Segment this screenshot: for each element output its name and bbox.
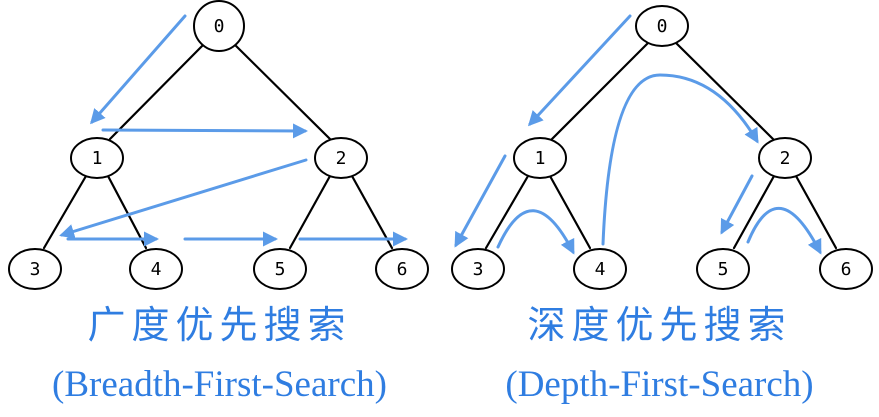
dfs-arrow-4-to-2 [601, 73, 759, 246]
bfs-node-2-label: 2 [336, 148, 347, 169]
bfs-node-5-label: 5 [275, 259, 286, 280]
bfs-title-english: (Breadth-First-Search) [52, 364, 387, 405]
bfs-edges [42, 38, 394, 250]
dfs-edge-1-4 [548, 174, 592, 250]
bfs-title-chinese: 广度优先搜索 [87, 303, 352, 347]
dfs-node-5-label: 5 [718, 259, 729, 280]
bfs-node-1-label: 1 [92, 148, 103, 169]
bfs-node-0-label: 0 [214, 16, 225, 37]
dfs-edge-2-5 [732, 174, 776, 250]
dfs-node-6-shape [819, 248, 873, 290]
dfs-node-0-shape [635, 5, 689, 47]
bfs-node-4-shape [129, 248, 183, 290]
bfs-arrow-0-to-1 [90, 14, 187, 125]
dfs-title-english: (Depth-First-Search) [505, 364, 814, 405]
dfs-edge-0-1 [550, 38, 653, 141]
bfs-node-2: 2 [314, 137, 368, 179]
dfs-node-2-shape [758, 137, 812, 179]
bfs-node-3-label: 3 [30, 259, 41, 280]
bfs-node-0: 0 [193, 0, 245, 52]
dfs-node-6-label: 6 [841, 259, 852, 280]
dfs-node-4-label: 4 [595, 259, 606, 280]
dfs-arrow-3-to-4 [496, 209, 575, 255]
dfs-node-4: 4 [573, 248, 627, 290]
dfs-arrow-1-to-3 [454, 154, 507, 248]
bfs-node-5: 5 [253, 248, 307, 290]
dfs-node-1-label: 1 [535, 148, 546, 169]
bfs-edge-1-3 [42, 174, 88, 250]
dfs-node-0: 0 [635, 5, 689, 47]
dfs-node-6: 6 [819, 248, 873, 290]
bfs-node-4: 4 [129, 248, 183, 290]
dfs-tree: 0 1 2 3 4 [451, 5, 873, 290]
dfs-arrows [454, 14, 822, 255]
dfs-node-3: 3 [451, 248, 505, 290]
dfs-node-2-label: 2 [780, 148, 791, 169]
dfs-arrow-5-to-6 [746, 207, 822, 255]
bfs-nodes: 0 1 2 3 4 [8, 0, 429, 290]
bfs-arrows [59, 14, 408, 247]
dfs-edge-1-3 [484, 174, 530, 250]
bfs-tree: 0 1 2 3 4 [8, 0, 429, 290]
bfs-node-6-shape [375, 248, 429, 290]
dfs-node-0-label: 0 [657, 16, 668, 37]
dfs-node-5: 5 [696, 248, 750, 290]
bfs-node-3: 3 [8, 248, 62, 290]
bfs-arrow-1-to-2 [101, 123, 308, 139]
dfs-node-1: 1 [513, 137, 567, 179]
bfs-edge-1-4 [106, 174, 148, 250]
bfs-node-4-label: 4 [151, 259, 162, 280]
dfs-node-3-label: 3 [473, 259, 484, 280]
bfs-node-6-label: 6 [397, 259, 408, 280]
bfs-node-3-shape [8, 248, 62, 290]
dfs-edge-0-2 [671, 38, 775, 141]
dfs-edges [484, 38, 838, 250]
dfs-title-chinese: 深度优先搜索 [527, 303, 792, 347]
bfs-arrow-2-to-3 [59, 158, 308, 239]
bfs-node-0-shape [193, 0, 245, 52]
bfs-node-5-shape [253, 248, 307, 290]
dfs-arrow-2-to-5 [720, 174, 754, 235]
bfs-node-2-shape [314, 137, 368, 179]
dfs-node-5-shape [696, 248, 750, 290]
dfs-node-1-shape [513, 137, 567, 179]
bfs-edge-2-5 [288, 174, 332, 250]
bfs-node-6: 6 [375, 248, 429, 290]
dfs-edge-2-6 [794, 174, 838, 250]
bfs-edge-2-6 [350, 174, 394, 250]
bfs-edge-0-1 [108, 38, 210, 141]
bfs-node-1-shape [70, 137, 124, 179]
dfs-node-3-shape [451, 248, 505, 290]
dfs-node-2: 2 [758, 137, 812, 179]
bfs-node-1: 1 [70, 137, 124, 179]
bfs-edge-0-2 [228, 38, 332, 141]
dfs-arrow-0-to-1 [527, 14, 632, 127]
dfs-node-4-shape [573, 248, 627, 290]
dfs-nodes: 0 1 2 3 4 [451, 5, 873, 290]
